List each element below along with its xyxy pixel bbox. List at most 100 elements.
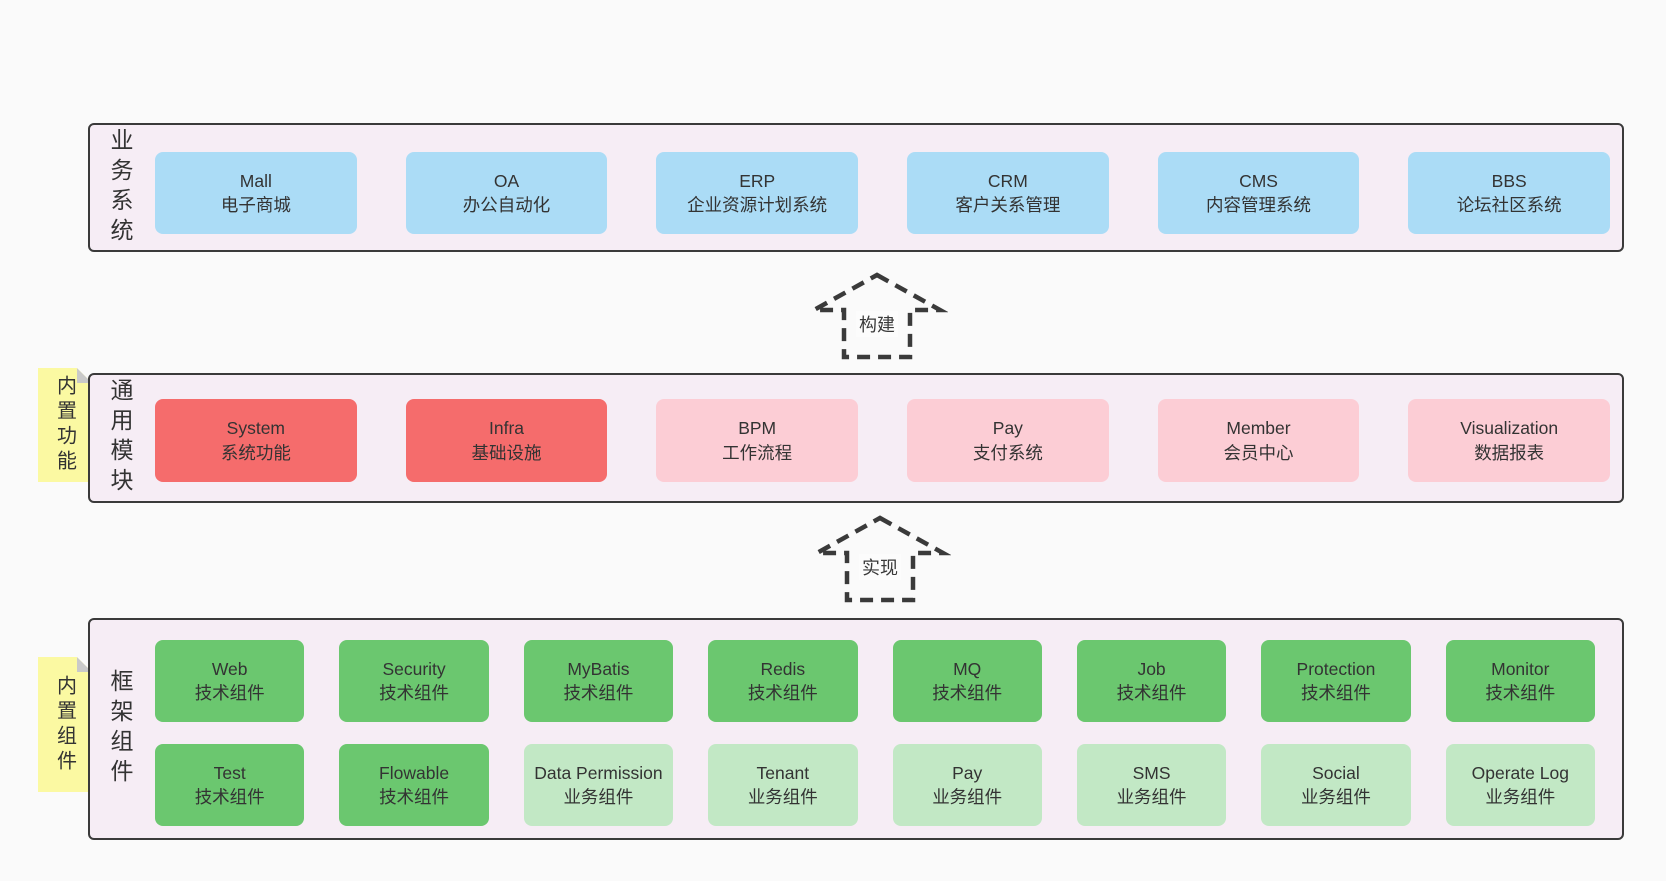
box-title: Redis (760, 658, 806, 679)
box-protection: Protection 技术组件 (1261, 640, 1411, 722)
sticky-note-text: 内置组件 (53, 674, 76, 775)
box-title: Monitor (1491, 658, 1550, 679)
panel-components-label: 框架组件 (107, 669, 133, 789)
box-subtitle: 技术组件 (194, 683, 265, 703)
box-mall: Mall 电子商城 (155, 152, 357, 234)
box-title: MQ (953, 658, 982, 679)
box-subtitle: 技术组件 (747, 683, 818, 703)
box-subtitle: 会员中心 (1223, 442, 1294, 463)
box-sms: SMS 业务组件 (1076, 744, 1227, 826)
panel-common-modules: 通用模块 System 系统功能 Infra 基础设施 BPM 工作流程 Pay… (88, 373, 1624, 503)
arrow-implement-label: 实现 (859, 554, 901, 580)
box-visualization: Visualization 数据报表 (1408, 399, 1611, 482)
box-title: Social (1312, 762, 1360, 783)
box-mybatis: MyBatis 技术组件 (523, 640, 674, 722)
box-subtitle: 业务组件 (747, 787, 818, 807)
panel-framework-components: 框架组件 Web 技术组件 Security 技术组件 MyBatis 技术组件… (88, 618, 1624, 840)
box-subtitle: 企业资源计划系统 (687, 195, 828, 215)
box-title: Web (211, 658, 248, 679)
box-subtitle: 数据报表 (1474, 442, 1545, 463)
box-infra: Infra 基础设施 (405, 399, 608, 482)
sticky-note-text: 内置功能 (53, 375, 76, 475)
box-test: Test 技术组件 (155, 744, 305, 826)
arrow-implement: 实现 (809, 514, 951, 604)
box-subtitle: 业务组件 (1485, 787, 1556, 807)
box-bpm: BPM 工作流程 (656, 399, 859, 482)
box-title: Tenant (756, 762, 810, 783)
box-redis: Redis 技术组件 (708, 640, 858, 722)
box-pay-component: Pay 业务组件 (892, 744, 1042, 826)
box-title: Visualization (1460, 418, 1559, 439)
box-title: Pay (952, 762, 983, 783)
box-subtitle: 办公自动化 (462, 195, 551, 215)
box-subtitle: 技术组件 (932, 683, 1003, 703)
box-title: SMS (1132, 762, 1171, 783)
box-job: Job 技术组件 (1076, 640, 1227, 722)
box-flowable: Flowable 技术组件 (339, 744, 489, 826)
box-subtitle: 内容管理系统 (1206, 195, 1312, 215)
box-subtitle: 技术组件 (194, 787, 265, 807)
box-subtitle: 支付系统 (972, 442, 1043, 463)
box-title: Protection (1296, 658, 1376, 679)
sticky-note-builtin-components: 内置组件 (38, 657, 92, 792)
box-subtitle: 论坛社区系统 (1456, 195, 1562, 215)
box-crm: CRM 客户关系管理 (907, 152, 1109, 234)
box-mq: MQ 技术组件 (892, 640, 1042, 722)
components-row-2: Test 技术组件 Flowable 技术组件 Data Permission … (155, 744, 1595, 826)
box-title: Security (382, 658, 446, 679)
box-operate-log: Operate Log 业务组件 (1445, 744, 1595, 826)
box-subtitle: 技术组件 (563, 683, 634, 703)
box-oa: OA 办公自动化 (405, 152, 608, 234)
box-subtitle: 技术组件 (1485, 683, 1556, 703)
box-monitor: Monitor 技术组件 (1445, 640, 1595, 722)
box-bbs: BBS 论坛社区系统 (1408, 152, 1611, 234)
box-title: System (226, 418, 286, 439)
box-title: Job (1137, 658, 1166, 679)
modules-boxes-row: System 系统功能 Infra 基础设施 BPM 工作流程 Pay 支付系统… (155, 399, 1611, 482)
box-title: CMS (1239, 170, 1278, 191)
box-subtitle: 系统功能 (220, 442, 291, 463)
box-title: Member (1226, 418, 1291, 439)
box-title: Flowable (379, 762, 450, 783)
box-subtitle: 业务组件 (932, 787, 1003, 807)
box-erp: ERP 企业资源计划系统 (656, 152, 859, 234)
box-data-permission: Data Permission 业务组件 (523, 744, 674, 826)
box-title: Pay (992, 418, 1023, 439)
box-member: Member 会员中心 (1157, 399, 1360, 482)
box-subtitle: 业务组件 (563, 787, 634, 807)
box-system: System 系统功能 (155, 399, 357, 482)
box-subtitle: 技术组件 (1116, 683, 1187, 703)
box-title: OA (493, 170, 520, 191)
panel-modules-label: 通用模块 (107, 378, 133, 498)
box-title: Infra (488, 418, 525, 439)
box-title: Mall (239, 170, 272, 191)
box-title: Test (213, 762, 246, 783)
business-boxes-row: Mall 电子商城 OA 办公自动化 ERP 企业资源计划系统 CRM 客户关系… (155, 152, 1611, 234)
box-subtitle: 基础设施 (471, 442, 542, 463)
sticky-note-builtin-features: 内置功能 (38, 368, 92, 482)
box-title: ERP (739, 170, 776, 191)
box-subtitle: 技术组件 (1300, 683, 1371, 703)
box-pay-module: Pay 支付系统 (907, 399, 1109, 482)
box-title: CRM (987, 170, 1028, 191)
box-subtitle: 客户关系管理 (955, 195, 1061, 215)
panel-business-systems: 业务系统 Mall 电子商城 OA 办公自动化 ERP 企业资源计划系统 CRM… (88, 123, 1624, 252)
box-title: BBS (1491, 170, 1527, 191)
panel-business-label: 业务系统 (107, 127, 133, 248)
box-subtitle: 技术组件 (379, 683, 450, 703)
box-web: Web 技术组件 (155, 640, 305, 722)
box-cms: CMS 内容管理系统 (1157, 152, 1360, 234)
box-title: Operate Log (1471, 762, 1569, 783)
box-title: BPM (738, 418, 777, 439)
components-row-1: Web 技术组件 Security 技术组件 MyBatis 技术组件 Redi… (155, 640, 1595, 722)
box-subtitle: 业务组件 (1300, 787, 1371, 807)
box-subtitle: 技术组件 (379, 787, 450, 807)
box-social: Social 业务组件 (1261, 744, 1411, 826)
arrow-build-label: 构建 (856, 311, 898, 337)
box-title: MyBatis (567, 658, 630, 679)
box-security: Security 技术组件 (339, 640, 489, 722)
box-title: Data Permission (534, 762, 663, 783)
box-subtitle: 电子商城 (220, 195, 291, 215)
arrow-build: 构建 (806, 271, 948, 361)
